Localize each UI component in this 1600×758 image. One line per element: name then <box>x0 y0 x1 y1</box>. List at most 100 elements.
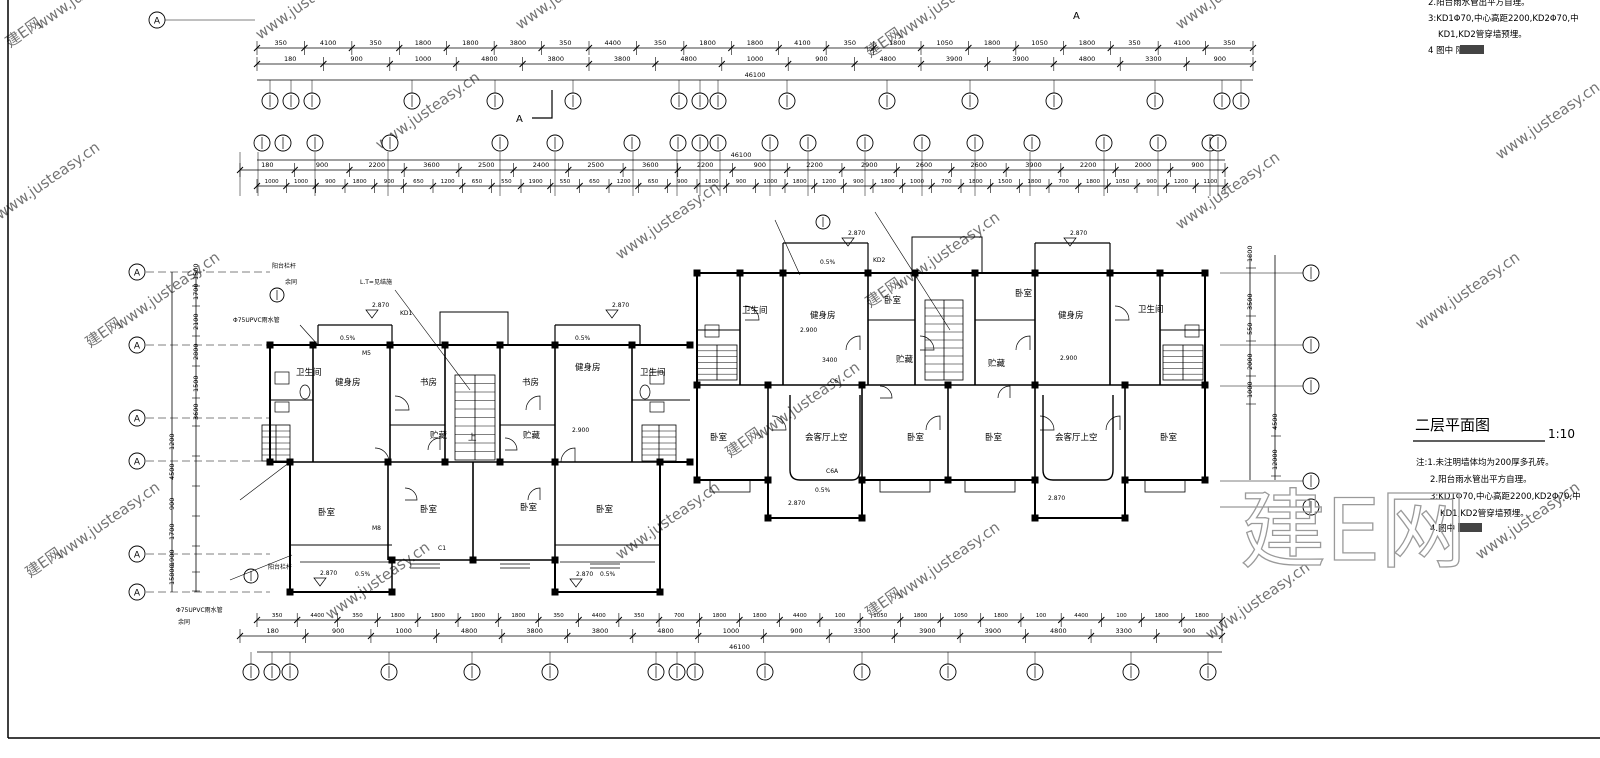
column <box>779 269 787 277</box>
dim-label: 650 <box>413 179 424 185</box>
dim-label: 650 <box>472 179 483 185</box>
dim-slash <box>1012 44 1020 52</box>
dim-label: 180 <box>267 627 279 635</box>
dim-label: 2600 <box>916 161 933 169</box>
dim-slash <box>253 616 261 624</box>
note-line: 4 图中 隔墙。 <box>1428 45 1481 56</box>
dim-label: 2900 <box>861 161 878 169</box>
dim-label: 700 <box>1058 179 1069 185</box>
dim-label: 3600 <box>423 161 440 169</box>
column <box>1106 269 1114 277</box>
dim-slash <box>694 632 702 640</box>
column <box>1121 381 1129 389</box>
room-label-bed2: 健身房 <box>575 362 601 373</box>
annotation-elev7: 2.870 <box>788 500 805 507</box>
dim-label: 350 <box>844 39 856 47</box>
section-mark-a-top: A <box>1073 11 1080 22</box>
column <box>1156 269 1164 277</box>
annotation-door-m8: M8 <box>372 525 381 532</box>
dim-label: 350 <box>352 613 363 619</box>
dim-slash <box>605 182 613 190</box>
column <box>266 458 274 466</box>
axis-bubble <box>128 409 146 427</box>
dim-label: 4400 <box>1074 613 1088 619</box>
dim-label: 2600 <box>970 161 987 169</box>
dim-label: 1800 <box>1027 179 1041 185</box>
dim-slash <box>917 44 925 52</box>
annotation-pipe2: Φ75UPVC雨水管 <box>176 606 223 614</box>
column <box>944 476 952 484</box>
dim-slash <box>898 182 906 190</box>
dim-slash <box>781 182 789 190</box>
dim-label: 180 <box>261 161 273 169</box>
dim-label: 1800 <box>1195 613 1209 619</box>
dim-slash <box>490 44 498 52</box>
dim-slash <box>870 44 877 52</box>
dim-slash <box>1153 632 1160 640</box>
dim-label: 1050 <box>954 613 968 619</box>
dim-label: 900 <box>1214 55 1226 63</box>
annotation-door-m5: M5 <box>362 350 371 357</box>
dim-slash <box>546 182 554 190</box>
dim-label: 1800 <box>747 39 764 47</box>
dim-slash <box>760 632 768 640</box>
dim-slash <box>312 182 320 190</box>
room-label-bath2: 卫生间 <box>640 367 666 378</box>
room-label-br8: 卧室 <box>907 432 925 443</box>
column <box>686 341 694 349</box>
dim-label: 1800 <box>705 179 719 185</box>
annotation-ref1: 余同 <box>285 278 297 286</box>
note-line: KD1,KD2管穿墙预埋。 <box>1440 508 1529 519</box>
room-label-br1: 卧室 <box>318 507 336 518</box>
column <box>858 381 866 389</box>
dim-label: 350 <box>1128 39 1140 47</box>
room-label-bath3: 卫生间 <box>742 305 768 316</box>
dim-label: 1800 <box>969 179 983 185</box>
dim-slash <box>619 166 627 174</box>
dim-slash <box>729 166 736 174</box>
room-label-bed1: 健身房 <box>335 377 361 388</box>
dim-label: 2500 <box>478 161 495 169</box>
dim-label: 350 <box>654 39 666 47</box>
axis-bubble <box>128 545 146 563</box>
column <box>286 588 294 596</box>
column <box>656 588 664 596</box>
dim-label: 4400 <box>592 613 606 619</box>
door-swing <box>525 395 541 411</box>
dim-slash <box>775 44 783 52</box>
dim-slash <box>367 632 375 640</box>
dim-label: 350 <box>559 39 571 47</box>
note-line: 2.阳台雨水管出平方自理。 <box>1430 474 1532 485</box>
dim-label: 1800 <box>881 179 895 185</box>
dim-slash <box>538 44 545 52</box>
dim-slash <box>1045 182 1053 190</box>
room-label-storage3: 贮藏 <box>896 354 914 365</box>
dim-label: 900 <box>316 161 328 169</box>
dim-label: 1800 <box>984 39 1001 47</box>
room-label-study1: 书房 <box>420 377 437 388</box>
dim-label: 2200 <box>1080 161 1097 169</box>
dim-slash <box>253 60 261 68</box>
door-swing <box>1105 415 1121 431</box>
dim-slash <box>301 44 308 52</box>
dim-slash <box>629 632 637 640</box>
dim-label: 550 <box>560 179 571 185</box>
axis-label: A <box>134 415 141 425</box>
column <box>858 514 866 522</box>
dim-label: 1000 <box>294 179 308 185</box>
dim-label: 3600 <box>642 161 659 169</box>
dim-label-vertical: 1500 <box>192 375 200 392</box>
door-swing <box>845 335 861 351</box>
axis-label: A <box>134 551 141 561</box>
dim-slash <box>718 60 726 68</box>
dim-label: 1100 <box>1203 179 1217 185</box>
dim-slash <box>458 182 466 190</box>
dim-slash <box>1166 166 1174 174</box>
column <box>628 341 636 349</box>
dim-slash <box>822 44 830 52</box>
plan-outline <box>649 401 665 413</box>
dim-slash <box>1249 60 1257 68</box>
dim-label: 4400 <box>793 613 807 619</box>
column <box>1201 381 1209 389</box>
